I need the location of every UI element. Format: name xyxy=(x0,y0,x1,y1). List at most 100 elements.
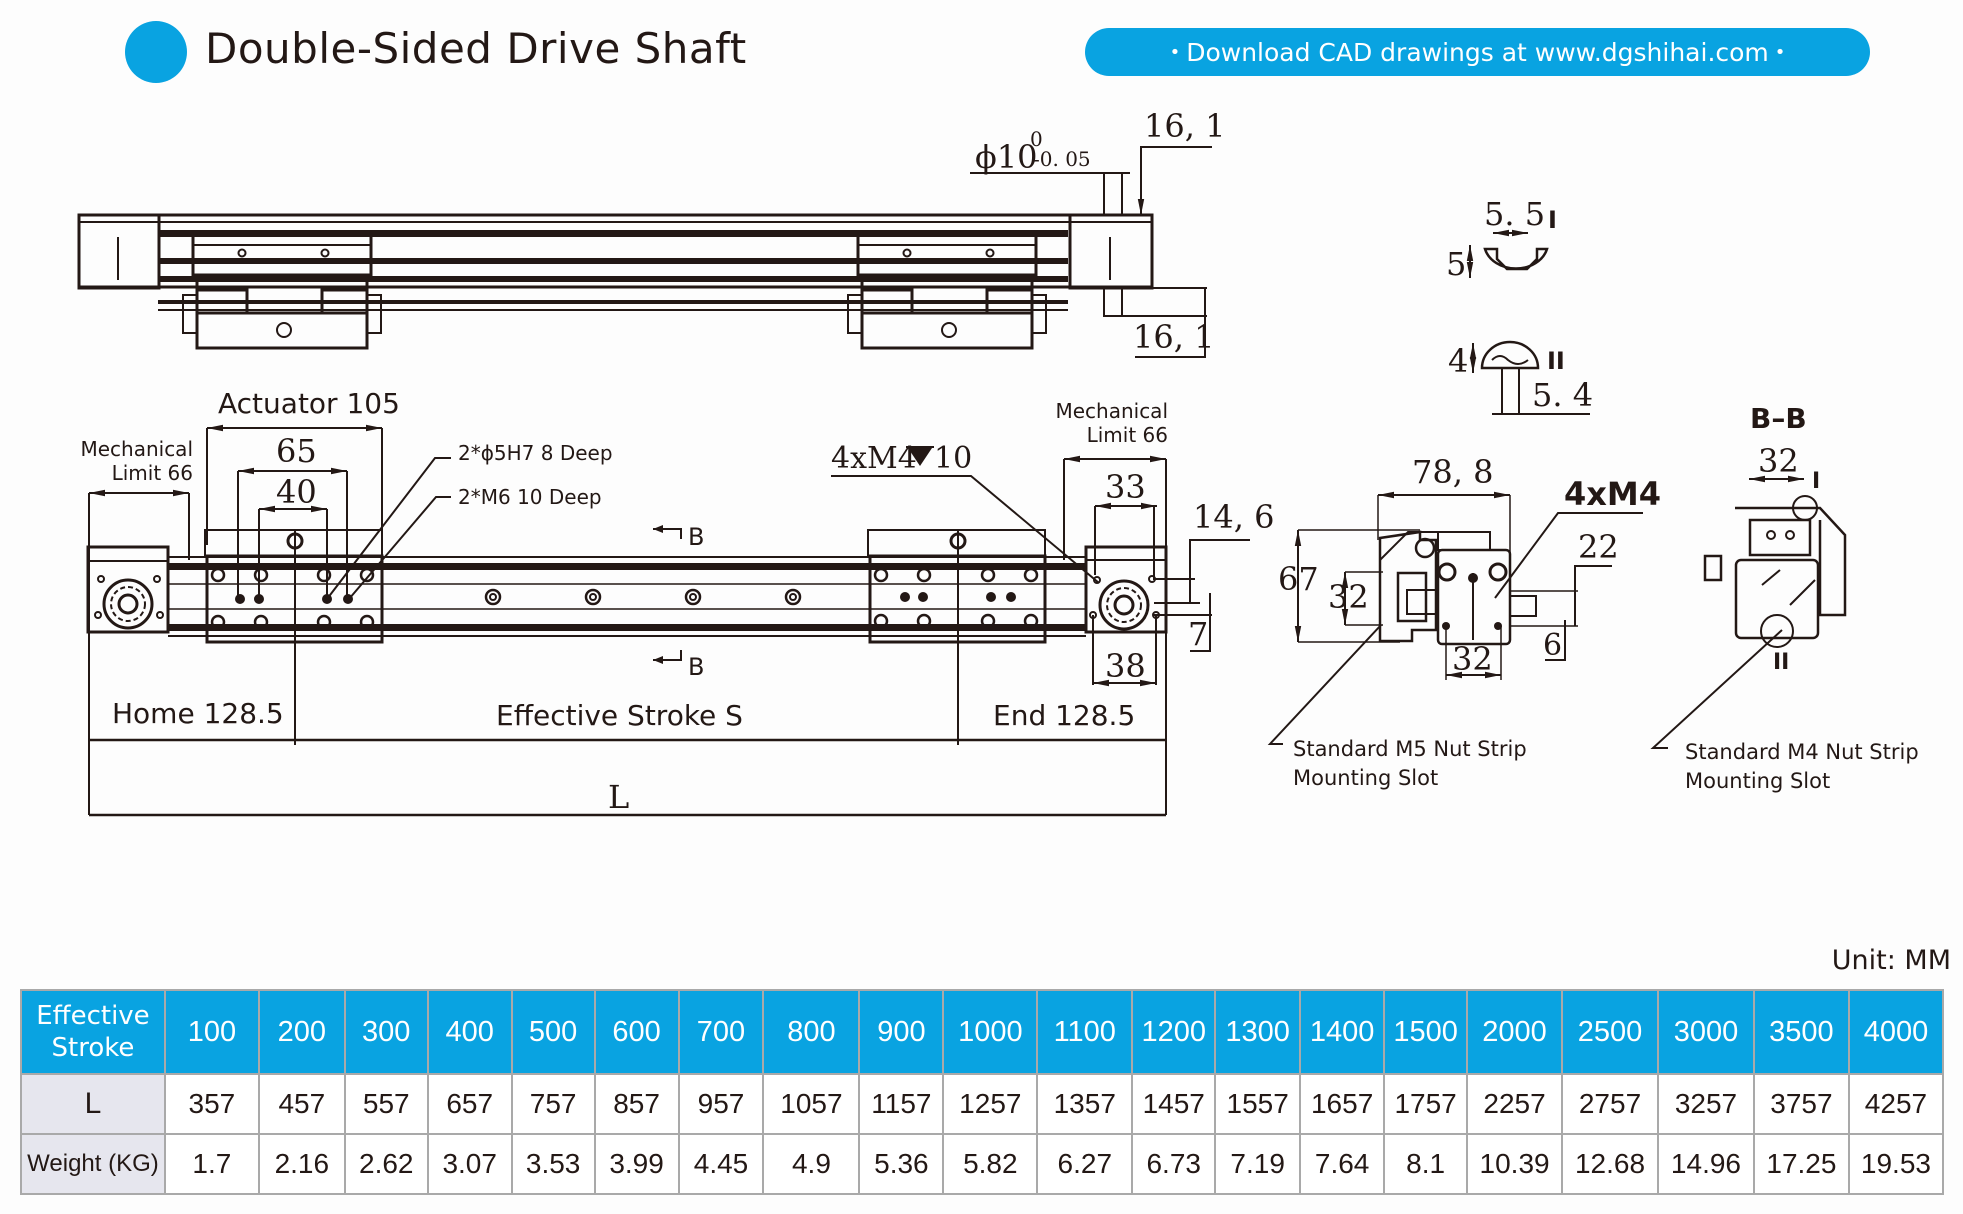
carriage-left xyxy=(182,233,382,350)
weight-cell: 7.19 xyxy=(1214,1133,1302,1195)
length-cell: 3257 xyxy=(1656,1073,1755,1135)
stroke-label: Effective Stroke S xyxy=(496,699,743,732)
section-mark-bottom: B xyxy=(688,653,704,681)
weight-cell: 2.16 xyxy=(257,1133,346,1195)
bearing-icon-right xyxy=(1098,579,1150,631)
dim-38: 38 xyxy=(1105,647,1146,685)
shaft-diameter-label: ϕ10 xyxy=(975,138,1038,176)
weight-cell: 2.62 xyxy=(343,1133,429,1195)
stroke-cell: 600 xyxy=(593,989,680,1075)
slot-detail-1: 5. 5 I 5 xyxy=(1446,195,1557,283)
section-view-callout-line2: Mounting Slot xyxy=(1685,769,1830,793)
length-cell: 557 xyxy=(343,1073,429,1135)
end-view-callout-line2: Mounting Slot xyxy=(1293,766,1438,790)
cad-download-banner[interactable]: • Download CAD drawings at www.dgshihai.… xyxy=(1085,28,1870,76)
header-label-line2: Stroke xyxy=(51,1033,135,1063)
hole-note-1: 2*ϕ5H7 8 Deep xyxy=(458,441,613,465)
stroke-cell: 100 xyxy=(163,989,260,1075)
title-bullet-icon xyxy=(125,21,187,83)
hex-nut-icon xyxy=(1414,537,1436,559)
top-view: ϕ10 0 -0. 05 16, 1 16, 1 xyxy=(77,107,1225,358)
length-cell: 1457 xyxy=(1131,1073,1217,1135)
stroke-cell: 700 xyxy=(677,989,765,1075)
unit-label: Unit: MM xyxy=(1831,945,1951,976)
shaft-length-top-label: 16, 1 xyxy=(1144,107,1225,145)
rail-band xyxy=(158,230,1068,237)
shaft-tol-lower: -0. 05 xyxy=(1033,147,1091,171)
length-cell: 957 xyxy=(677,1073,765,1135)
stroke-cell: 1200 xyxy=(1131,989,1217,1075)
home-label: Home 128.5 xyxy=(112,697,284,730)
end-view-slot-spacing: 32 xyxy=(1328,578,1369,616)
weight-cell: 3.07 xyxy=(426,1133,513,1195)
weight-cell: 10.39 xyxy=(1466,1133,1564,1195)
stroke-cell: 1500 xyxy=(1383,989,1469,1075)
detail-2-width: 5. 4 xyxy=(1532,376,1593,414)
dim-40: 40 xyxy=(276,473,317,511)
length-cell: 1757 xyxy=(1383,1073,1469,1135)
stroke-cell: 3500 xyxy=(1752,989,1850,1075)
section-view-title: B–B xyxy=(1750,402,1807,435)
banner-bullet-left: • xyxy=(1169,41,1181,63)
section-view-callout-line1: Standard M4 Nut Strip xyxy=(1685,740,1919,764)
front-carriage-left xyxy=(204,529,384,745)
weight-cell: 1.7 xyxy=(163,1133,260,1195)
end-view-bottom-spacing: 32 xyxy=(1452,640,1493,678)
stroke-cell: 800 xyxy=(762,989,861,1075)
length-cell: 1157 xyxy=(858,1073,945,1135)
detail-1-mark: I xyxy=(1548,206,1557,234)
page-title: Double-Sided Drive Shaft xyxy=(205,24,747,73)
detail-1-depth: 5 xyxy=(1446,245,1466,283)
length-cell: 4257 xyxy=(1847,1073,1945,1135)
left-motor-block xyxy=(86,545,170,634)
weight-cell: 6.73 xyxy=(1131,1133,1217,1195)
weight-cell: 17.25 xyxy=(1752,1133,1850,1195)
detail-2-mark: II xyxy=(1547,347,1565,375)
stroke-cell: 3000 xyxy=(1656,989,1755,1075)
end-view-width: 78, 8 xyxy=(1412,453,1493,491)
dim-65: 65 xyxy=(276,432,317,470)
weight-cell: 6.27 xyxy=(1036,1133,1134,1195)
rail-band-top xyxy=(168,563,1086,570)
weight-cell: 8.1 xyxy=(1383,1133,1469,1195)
length-cell: 357 xyxy=(163,1073,260,1135)
stroke-cell: 500 xyxy=(510,989,596,1075)
stroke-cell: 300 xyxy=(343,989,429,1075)
mech-limit-left-line2: Limit 66 xyxy=(112,461,193,485)
weight-cell: 12.68 xyxy=(1561,1133,1659,1195)
length-cell: 1357 xyxy=(1036,1073,1134,1135)
dim-14-6: 14, 6 xyxy=(1193,498,1274,536)
length-cell: 1057 xyxy=(762,1073,861,1135)
weight-cell: 5.36 xyxy=(858,1133,945,1195)
left-end-cap xyxy=(77,213,161,290)
header-label-line1: Effective xyxy=(36,1001,150,1031)
section-view-bb: B–B 32 I II Standard M4 Nut Strip Mounti… xyxy=(1650,402,1919,793)
length-cell: 1657 xyxy=(1299,1073,1386,1135)
banner-bullet-right: • xyxy=(1774,41,1786,63)
end-view: 78, 8 4xM4 67 32 32 22 6 Standard M5 Nut… xyxy=(1267,453,1661,790)
technical-drawing: ϕ10 0 -0. 05 16, 1 16, 1 xyxy=(77,107,1919,817)
mech-limit-right-line2: Limit 66 xyxy=(1087,423,1168,447)
depth-symbol-icon xyxy=(908,448,932,466)
hole-note-2: 2*M6 10 Deep xyxy=(458,485,602,509)
stroke-cell: 900 xyxy=(858,989,945,1075)
length-cell: 2757 xyxy=(1561,1073,1659,1135)
end-view-dim-6: 6 xyxy=(1543,628,1562,663)
thread-depth: 10 xyxy=(934,441,972,476)
section-view-dim-32: 32 xyxy=(1758,442,1799,480)
weight-cell: 4.9 xyxy=(762,1133,861,1195)
weight-cell: 5.82 xyxy=(942,1133,1039,1195)
end-view-callout-line1: Standard M5 Nut Strip xyxy=(1293,737,1527,761)
weight-cell: 3.99 xyxy=(593,1133,680,1195)
weight-cell: 7.64 xyxy=(1299,1133,1386,1195)
weight-cell: 19.53 xyxy=(1847,1133,1945,1195)
detail-2-depth: 4 xyxy=(1448,342,1468,380)
bearing-icon xyxy=(102,578,154,630)
stroke-cell: 1300 xyxy=(1214,989,1302,1075)
stroke-cell: 2000 xyxy=(1466,989,1564,1075)
weight-cell: 14.96 xyxy=(1656,1133,1755,1195)
length-cell: 857 xyxy=(593,1073,680,1135)
